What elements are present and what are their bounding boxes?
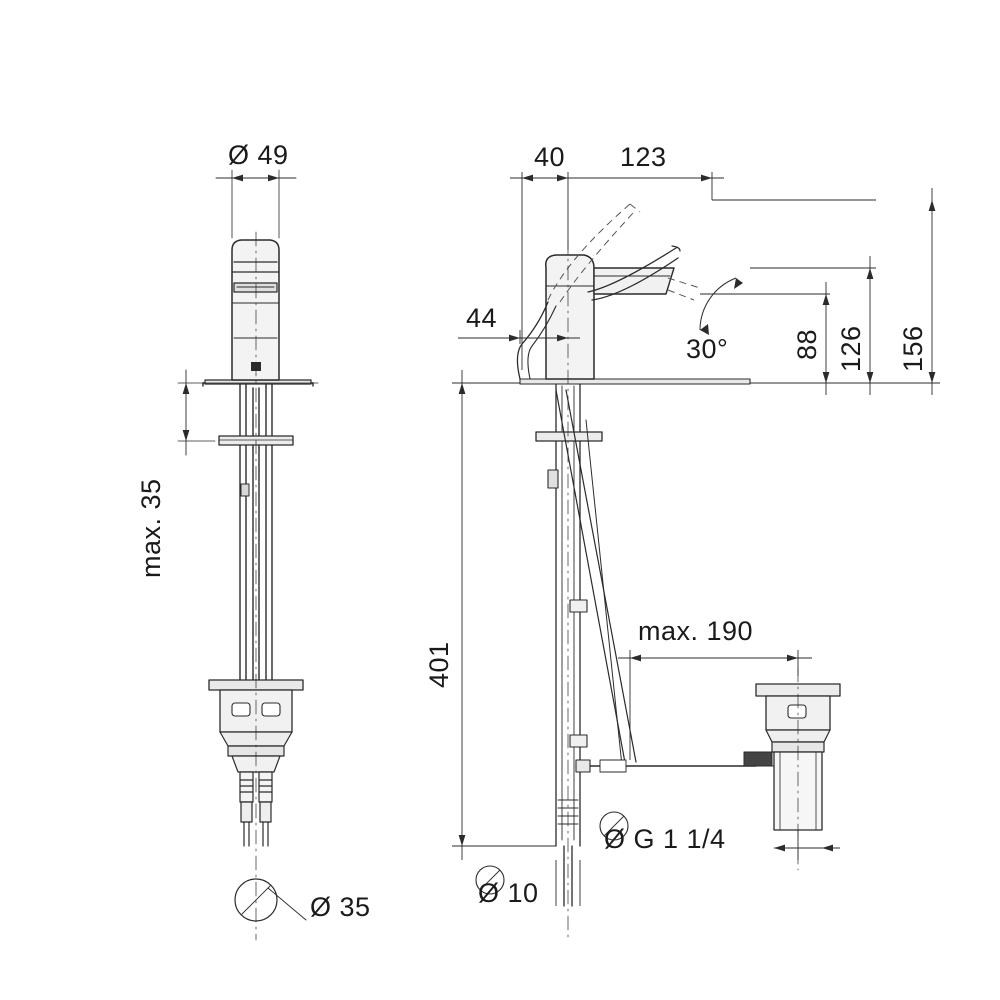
dim-126: 126 [836,325,866,372]
dim-max-35: max. 35 [136,478,166,578]
side-view-dimension-lines [452,172,940,906]
front-view-geometry [177,169,761,941]
dim-angle-30: 30° [686,334,729,364]
dim-diameter-49: Ø 49 [228,140,289,170]
dim-diameter-35: Ø 35 [310,892,371,922]
dim-401: 401 [424,641,454,688]
dim-thread-g-1-1-4: Ø G 1 1/4 [604,824,726,854]
dim-123: 123 [620,142,667,172]
dim-diameter-10: Ø 10 [478,878,539,908]
dim-88: 88 [792,328,822,360]
dim-156: 156 [898,325,928,372]
dim-max-190: max. 190 [638,616,754,646]
dim-40: 40 [534,142,566,172]
side-view-hidden-lines [547,203,701,303]
dim-44: 44 [466,303,498,333]
side-view-lower-geometry [535,239,841,941]
